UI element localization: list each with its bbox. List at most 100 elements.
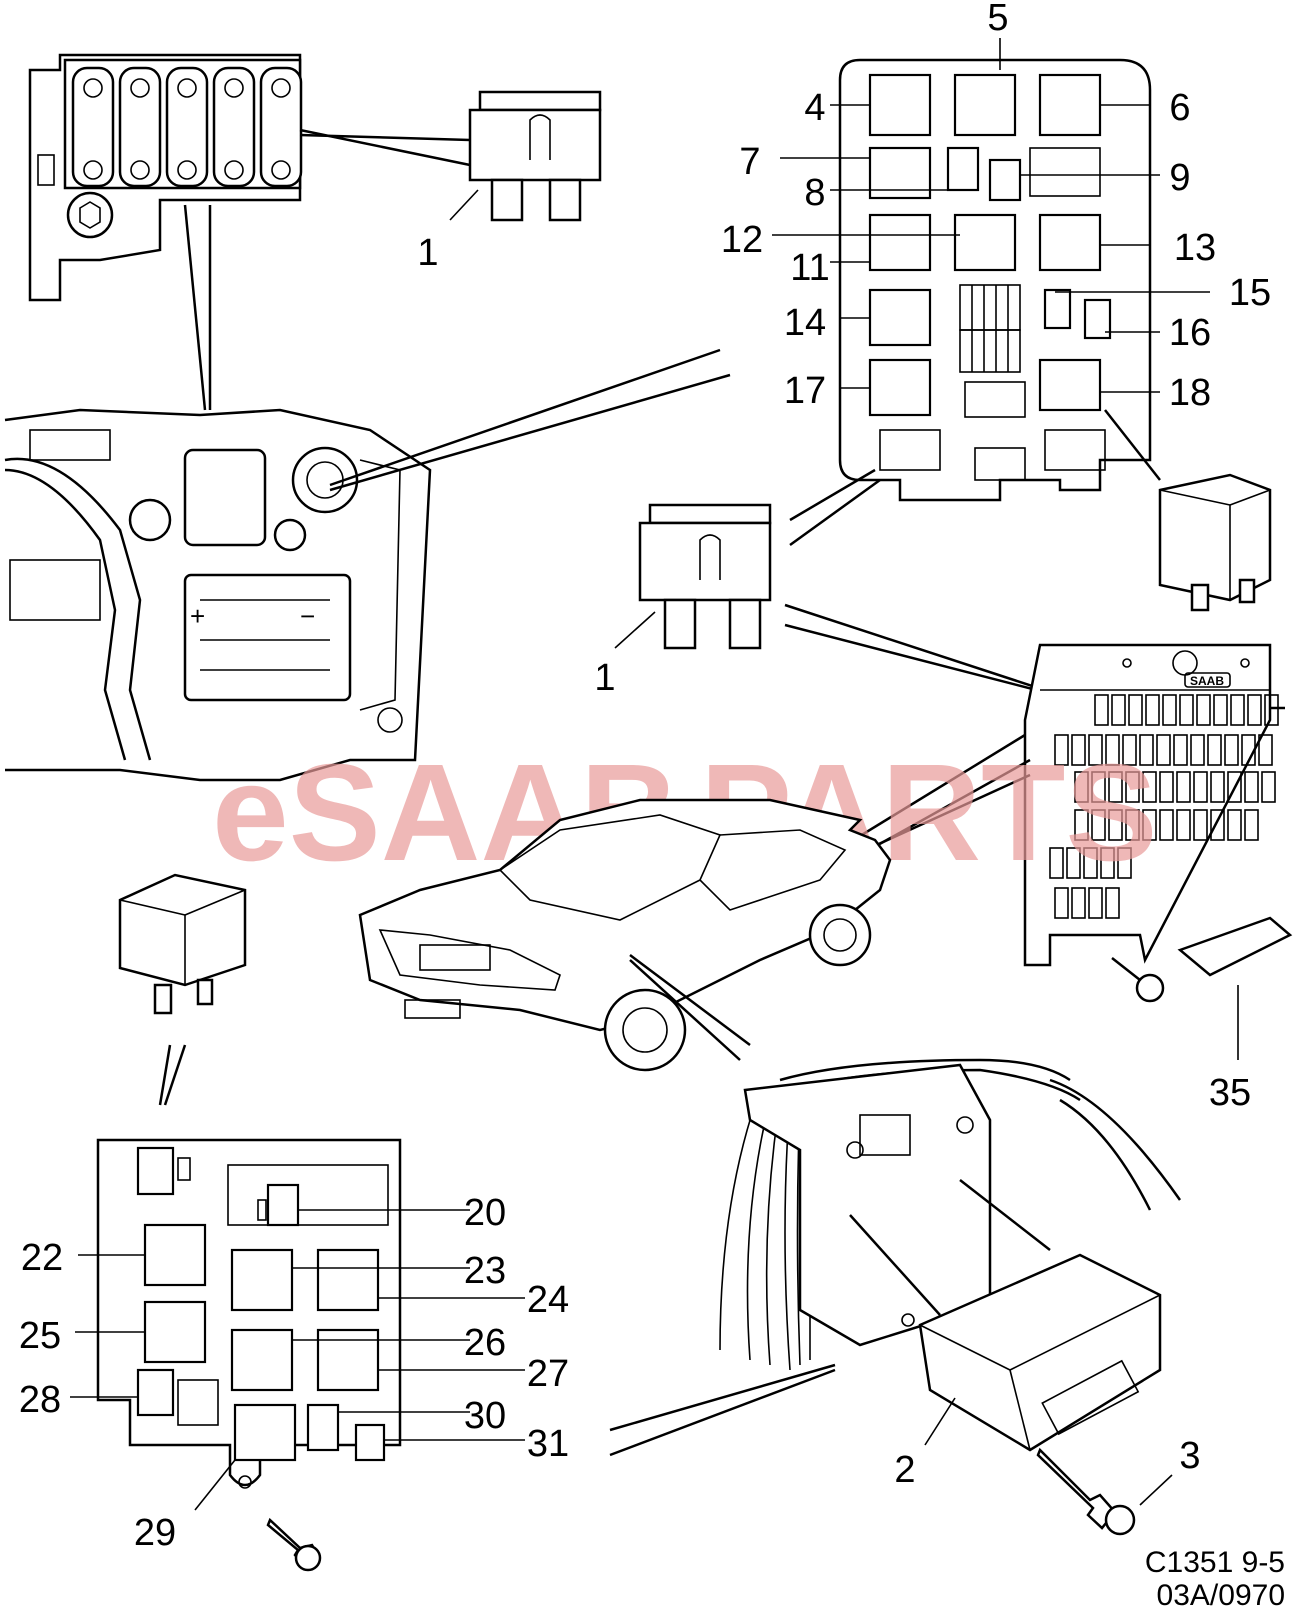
callout-30: 30: [464, 1395, 506, 1437]
bottom-left-box-leaders: [70, 1209, 836, 1511]
panel-fuse-slot: [1176, 809, 1191, 841]
panel-fuse-slot: [1145, 694, 1160, 726]
blade-fuse-middle: [614, 503, 1076, 702]
panel-fuse-slot: [1247, 694, 1262, 726]
panel-fuse-slot: [1227, 771, 1242, 803]
callout-23: 23: [464, 1250, 506, 1292]
panel-screw-and-clip: [1111, 916, 1293, 1060]
main-box-leaders: [772, 38, 1210, 547]
reference-code: C1351 9-5: [1145, 1546, 1285, 1579]
callout-7: 7: [739, 141, 760, 183]
panel-fuse-slot: [1207, 734, 1222, 766]
panel-fuse-slot: [1074, 809, 1089, 841]
callout-3: 3: [1179, 1435, 1200, 1477]
panel-fuse-slot: [1142, 809, 1157, 841]
panel-fuse-slot: [1210, 809, 1225, 841]
relay-left: [118, 873, 247, 1106]
panel-fuse-slot: [1210, 771, 1225, 803]
callout-29: 29: [134, 1512, 176, 1554]
panel-fuse-slot: [1091, 809, 1106, 841]
callout-17: 17: [784, 370, 826, 412]
main-relay-box: [838, 58, 1152, 502]
panel-fuse-slot: [1173, 734, 1188, 766]
callout-18: 18: [1169, 372, 1211, 414]
panel-fuse-slot: [1083, 847, 1098, 879]
panel-fuse-slot: [1108, 771, 1123, 803]
panel-fuse-slot: [1125, 771, 1140, 803]
panel-fuse-slot: [1071, 734, 1086, 766]
panel-fuse-slot: [1071, 887, 1086, 919]
panel-fuse-slot: [1258, 734, 1273, 766]
engine-bay: + −: [4, 348, 731, 782]
control-unit-harness: [719, 1058, 1182, 1536]
callout-28: 28: [19, 1379, 61, 1421]
callout-14: 14: [784, 302, 826, 344]
panel-fuse-slot: [1241, 734, 1256, 766]
callout-25: 25: [19, 1315, 61, 1357]
panel-fuse-slot: [1122, 734, 1137, 766]
panel-fuse-slot: [1094, 694, 1109, 726]
callout-20: 20: [464, 1192, 506, 1234]
callout-13: 13: [1174, 227, 1216, 269]
panel-fuse-slot: [1105, 887, 1120, 919]
saab-badge: SAAB: [1190, 674, 1224, 688]
callout-1-top: 1: [417, 232, 438, 274]
callout-27: 27: [527, 1353, 569, 1395]
panel-fuse-slot: [1193, 771, 1208, 803]
panel-fuse-slot: [1111, 694, 1126, 726]
callout-31: 31: [527, 1423, 569, 1465]
relay-top-right: [1158, 473, 1272, 612]
panel-fuse-slot: [1108, 809, 1123, 841]
callout-16: 16: [1169, 312, 1211, 354]
blade-fuse-top: [449, 90, 602, 222]
callout-9: 9: [1169, 157, 1190, 199]
panel-fuse-slot: [1179, 694, 1194, 726]
panel-fuse-slot: [1100, 847, 1115, 879]
panel-fuse-slot: [1244, 809, 1259, 841]
panel-fuse-slot: [1091, 771, 1106, 803]
car-illustration: [358, 798, 892, 1072]
panel-fuse-slot: [1139, 734, 1154, 766]
callout-35: 35: [1209, 1072, 1251, 1114]
panel-fuse-slot: [1088, 734, 1103, 766]
panel-fuse-slot: [1261, 771, 1276, 803]
panel-fuse-slot: [1193, 809, 1208, 841]
reference-date: 03A/0970: [1157, 1579, 1285, 1610]
panel-fuse-slot: [1142, 771, 1157, 803]
panel-fuse-slot: [1117, 847, 1132, 879]
panel-fuse-slot: [1054, 887, 1069, 919]
callout-2: 2: [894, 1449, 915, 1491]
callout-6: 6: [1169, 87, 1190, 129]
panel-fuse-slot: [1156, 734, 1171, 766]
panel-fuse-slot: [1159, 771, 1174, 803]
panel-fuse-slot: [1264, 694, 1279, 726]
panel-fuse-slot: [1213, 694, 1228, 726]
callout-24: 24: [527, 1279, 569, 1321]
panel-fuse-slot: [1196, 694, 1211, 726]
callout-15: 15: [1229, 272, 1271, 314]
panel-fuse-slot: [1227, 809, 1242, 841]
callout-labels: 1 5 4 6 7 8 9 12 11 13 15 14 16 17 18 1 …: [19, 0, 1271, 1554]
svg-text:+: +: [190, 601, 205, 631]
panel-fuse-slot: [1159, 809, 1174, 841]
panel-fuse-slot: [1162, 694, 1177, 726]
panel-fuse-slot: [1088, 887, 1103, 919]
callout-5: 5: [987, 0, 1008, 39]
panel-fuse-slot: [1176, 771, 1191, 803]
callout-4: 4: [804, 87, 825, 129]
callout-22: 22: [21, 1237, 63, 1279]
panel-fuse-slot: [1054, 734, 1069, 766]
bottom-left-relay-box: [96, 1138, 402, 1572]
callout-26: 26: [464, 1322, 506, 1364]
callout-1-middle: 1: [594, 657, 615, 699]
svg-text:−: −: [300, 601, 315, 631]
callout-12: 12: [721, 219, 763, 261]
callout-8: 8: [804, 172, 825, 214]
callout-11: 11: [790, 247, 829, 289]
panel-fuse-slot: [1128, 694, 1143, 726]
engine-bay-fuse-strip: [28, 53, 471, 411]
panel-fuse-slot: [1244, 771, 1259, 803]
panel-fuse-slot: [1105, 734, 1120, 766]
panel-fuse-slot: [1190, 734, 1205, 766]
panel-fuse-slot: [1066, 847, 1081, 879]
